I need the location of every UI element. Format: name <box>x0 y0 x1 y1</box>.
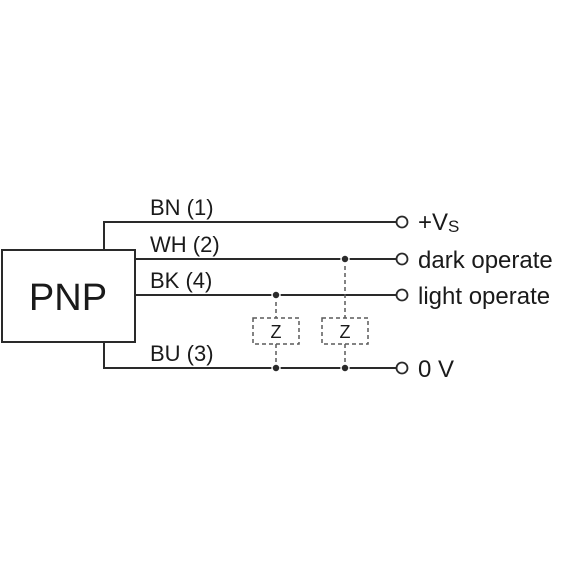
wire-bk-label: BK (4) <box>150 268 212 293</box>
terminal-vs-label: +VS <box>418 209 459 236</box>
junction-dot-bk <box>271 290 281 300</box>
wire-bn-label: BN (1) <box>150 195 214 220</box>
terminal-0v <box>395 361 409 375</box>
junction-dot-bu-1 <box>271 363 281 373</box>
terminal-light-operate-label: light operate <box>418 283 550 310</box>
wire-bu-label: BU (3) <box>150 341 214 366</box>
junction-dot-bu-2 <box>340 363 350 373</box>
load-2-label: Z <box>340 322 351 342</box>
terminal-light-operate <box>395 288 409 302</box>
terminal-dark-operate-label: dark operate <box>418 247 553 274</box>
wire-wh-label: WH (2) <box>150 232 220 257</box>
wire-bn <box>103 221 396 250</box>
load-1-label: Z <box>271 322 282 342</box>
device-type-label: PNP <box>29 277 107 319</box>
terminal-dark-operate <box>395 252 409 266</box>
terminal-vs-subscript: S <box>448 217 459 236</box>
junction-dot-wh <box>340 254 350 264</box>
wire-bu <box>103 342 396 369</box>
terminal-0v-label: 0 V <box>418 356 454 383</box>
terminal-vs <box>395 215 409 229</box>
device-box <box>1 249 136 343</box>
